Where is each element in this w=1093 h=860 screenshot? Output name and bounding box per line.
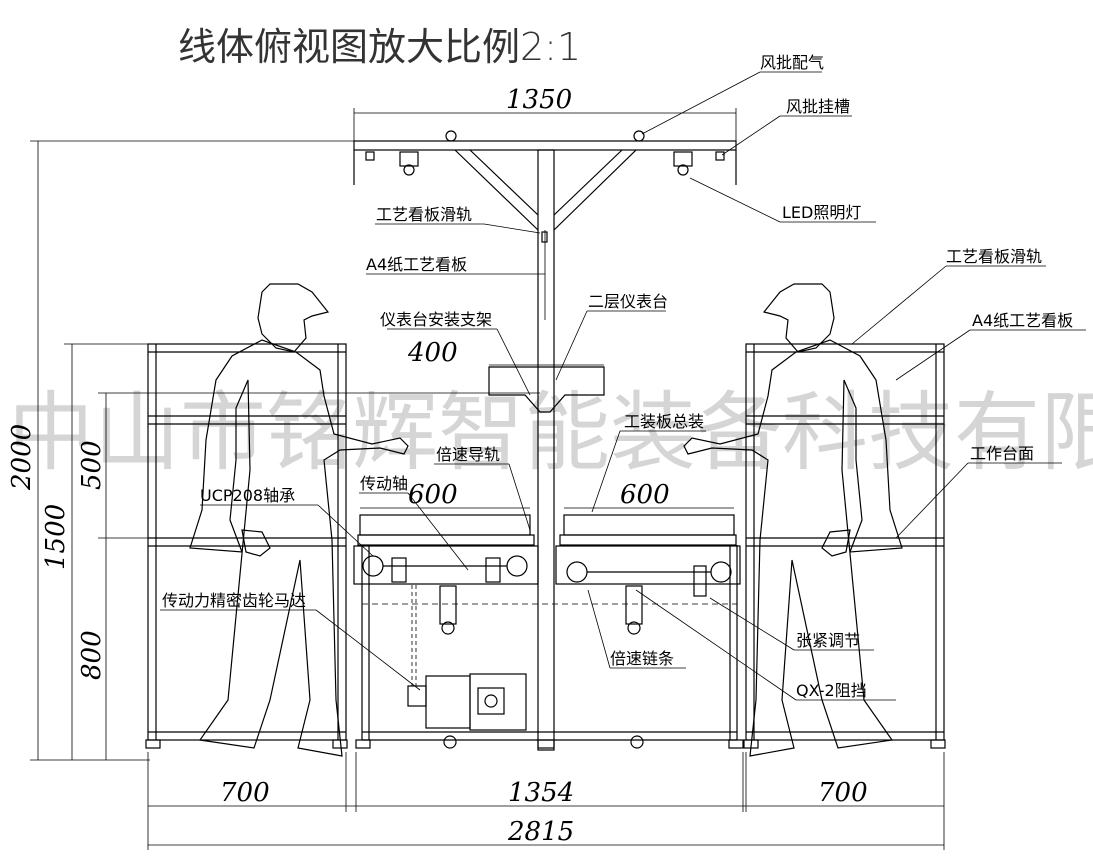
- label-drive-shaft: 传动轴: [360, 474, 408, 493]
- dimension-2000: 2000: [7, 424, 37, 491]
- dimension-600-right: 600: [620, 480, 670, 510]
- leader-lines: [160, 71, 1086, 701]
- drawing-title: 线体俯视图放大比例2:1: [178, 25, 581, 69]
- dimension-600-left: 600: [408, 480, 458, 510]
- left-conveyor: [353, 514, 539, 635]
- dimension-800: 800: [77, 630, 107, 680]
- label-screwdriver-hanger: 风批挂槽: [786, 97, 850, 116]
- label-qx2-stopper: QX-2阻挡: [796, 681, 867, 700]
- company-watermark: 中山市铭辉智能装备科技有限公司: [8, 383, 1093, 483]
- center-conveyor-frame: [355, 545, 744, 749]
- gear-motor: [407, 585, 644, 749]
- label-air-screwdriver-supply: 风批配气: [760, 53, 824, 72]
- label-board-slide-right: 工艺看板滑轨: [946, 247, 1042, 266]
- dimension-500: 500: [77, 440, 107, 490]
- right-operator: [683, 283, 903, 757]
- dimension-400: 400: [407, 338, 458, 368]
- label-ucp208-bearing: UCP208轴承: [200, 486, 295, 505]
- right-workbench: [743, 343, 946, 749]
- dimension-1350: 1350: [506, 85, 572, 115]
- label-a4-board-right: A4纸工艺看板: [972, 311, 1073, 330]
- instrument-shelf: [488, 366, 605, 413]
- label-shelf-bracket: 仪表台安装支架: [380, 310, 492, 329]
- label-tension-adjust: 张紧调节: [796, 631, 860, 650]
- label-a4-board-left: A4纸工艺看板: [366, 255, 467, 274]
- left-operator: [189, 283, 409, 757]
- label-fixture-assembly: 工装板总装: [624, 412, 704, 431]
- label-work-surface: 工作台面: [970, 444, 1034, 463]
- label-second-shelf: 二层仪表台: [588, 292, 668, 311]
- right-conveyor: [555, 514, 741, 635]
- overhead-gantry: [353, 130, 737, 751]
- dimension-700-left: 700: [220, 778, 270, 808]
- dimension-700-right: 700: [818, 778, 868, 808]
- left-workbench: [145, 343, 348, 749]
- dimension-1354: 1354: [508, 778, 574, 808]
- label-speed-chain: 倍速链条: [610, 649, 674, 668]
- dimension-1500: 1500: [41, 504, 71, 570]
- label-speed-guide-rail: 倍速导轨: [436, 445, 500, 464]
- dimension-lines: [30, 108, 945, 850]
- label-board-slide-top: 工艺看板滑轨: [376, 205, 472, 224]
- label-gear-motor: 传动力精密齿轮马达: [162, 591, 306, 610]
- label-led-light: LED照明灯: [782, 203, 861, 222]
- dimension-2815: 2815: [507, 817, 574, 847]
